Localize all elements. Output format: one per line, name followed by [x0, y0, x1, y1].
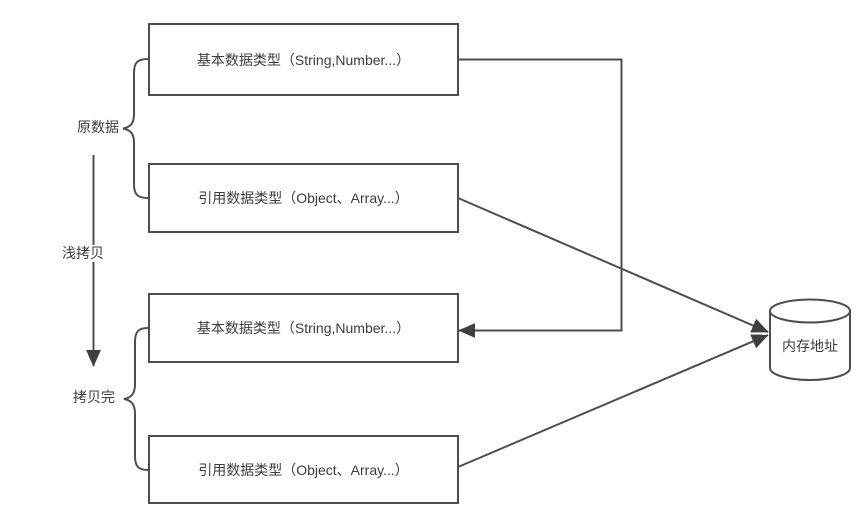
- connector-copied-reference-to-memory: [457, 334, 769, 468]
- label-source-group: 原数据: [76, 119, 120, 136]
- node-source-primitive-label: 基本数据类型（String,Number...）: [196, 51, 411, 68]
- node-copied-primitive-label: 基本数据类型（String,Number...）: [196, 320, 411, 336]
- label-memory-address: 内存地址: [782, 338, 838, 354]
- connector-reference-to-memory: [457, 197, 769, 333]
- label-shallow-copy: 浅拷贝: [61, 245, 105, 262]
- brace-result-group: [123, 327, 149, 471]
- connector-primitive-to-copy: [458, 58, 623, 338]
- brace-source-group: [122, 58, 149, 199]
- label-copy-done: 拷贝完: [72, 389, 116, 406]
- node-copied-primitive: 基本数据类型（String,Number...）: [148, 293, 459, 363]
- node-copied-reference-label: 引用数据类型（Object、Array...）: [198, 461, 409, 478]
- node-source-reference-label: 引用数据类型（Object、Array...）: [198, 190, 409, 206]
- node-copied-reference: 引用数据类型（Object、Array...）: [148, 435, 459, 504]
- node-source-primitive: 基本数据类型（String,Number...）: [148, 23, 459, 96]
- memory-cylinder: [769, 298, 851, 381]
- node-source-reference: 引用数据类型（Object、Array...）: [148, 163, 459, 233]
